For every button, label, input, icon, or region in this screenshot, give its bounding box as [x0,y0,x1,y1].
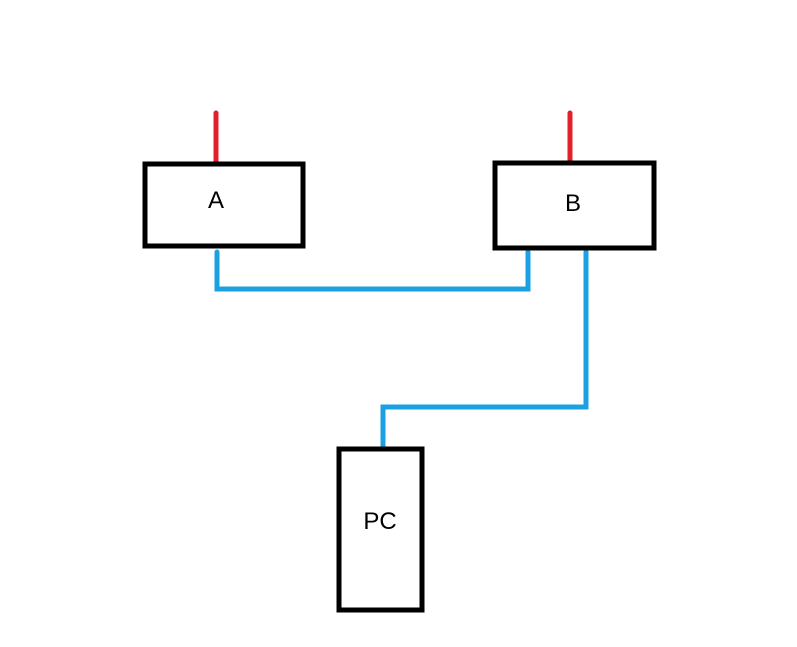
node-pc[interactable]: PC [336,446,425,613]
network-link-b-pc [380,249,589,449]
node-pc-box [336,446,425,613]
node-a-box [142,161,306,249]
network-link-a-b [214,249,531,292]
node-b[interactable]: B [492,160,657,251]
node-b-label: B [565,190,581,217]
node-pc-label: PC [363,508,396,535]
node-a[interactable]: A [142,161,306,249]
node-a-label: A [208,187,224,214]
node-b-box [492,160,657,251]
